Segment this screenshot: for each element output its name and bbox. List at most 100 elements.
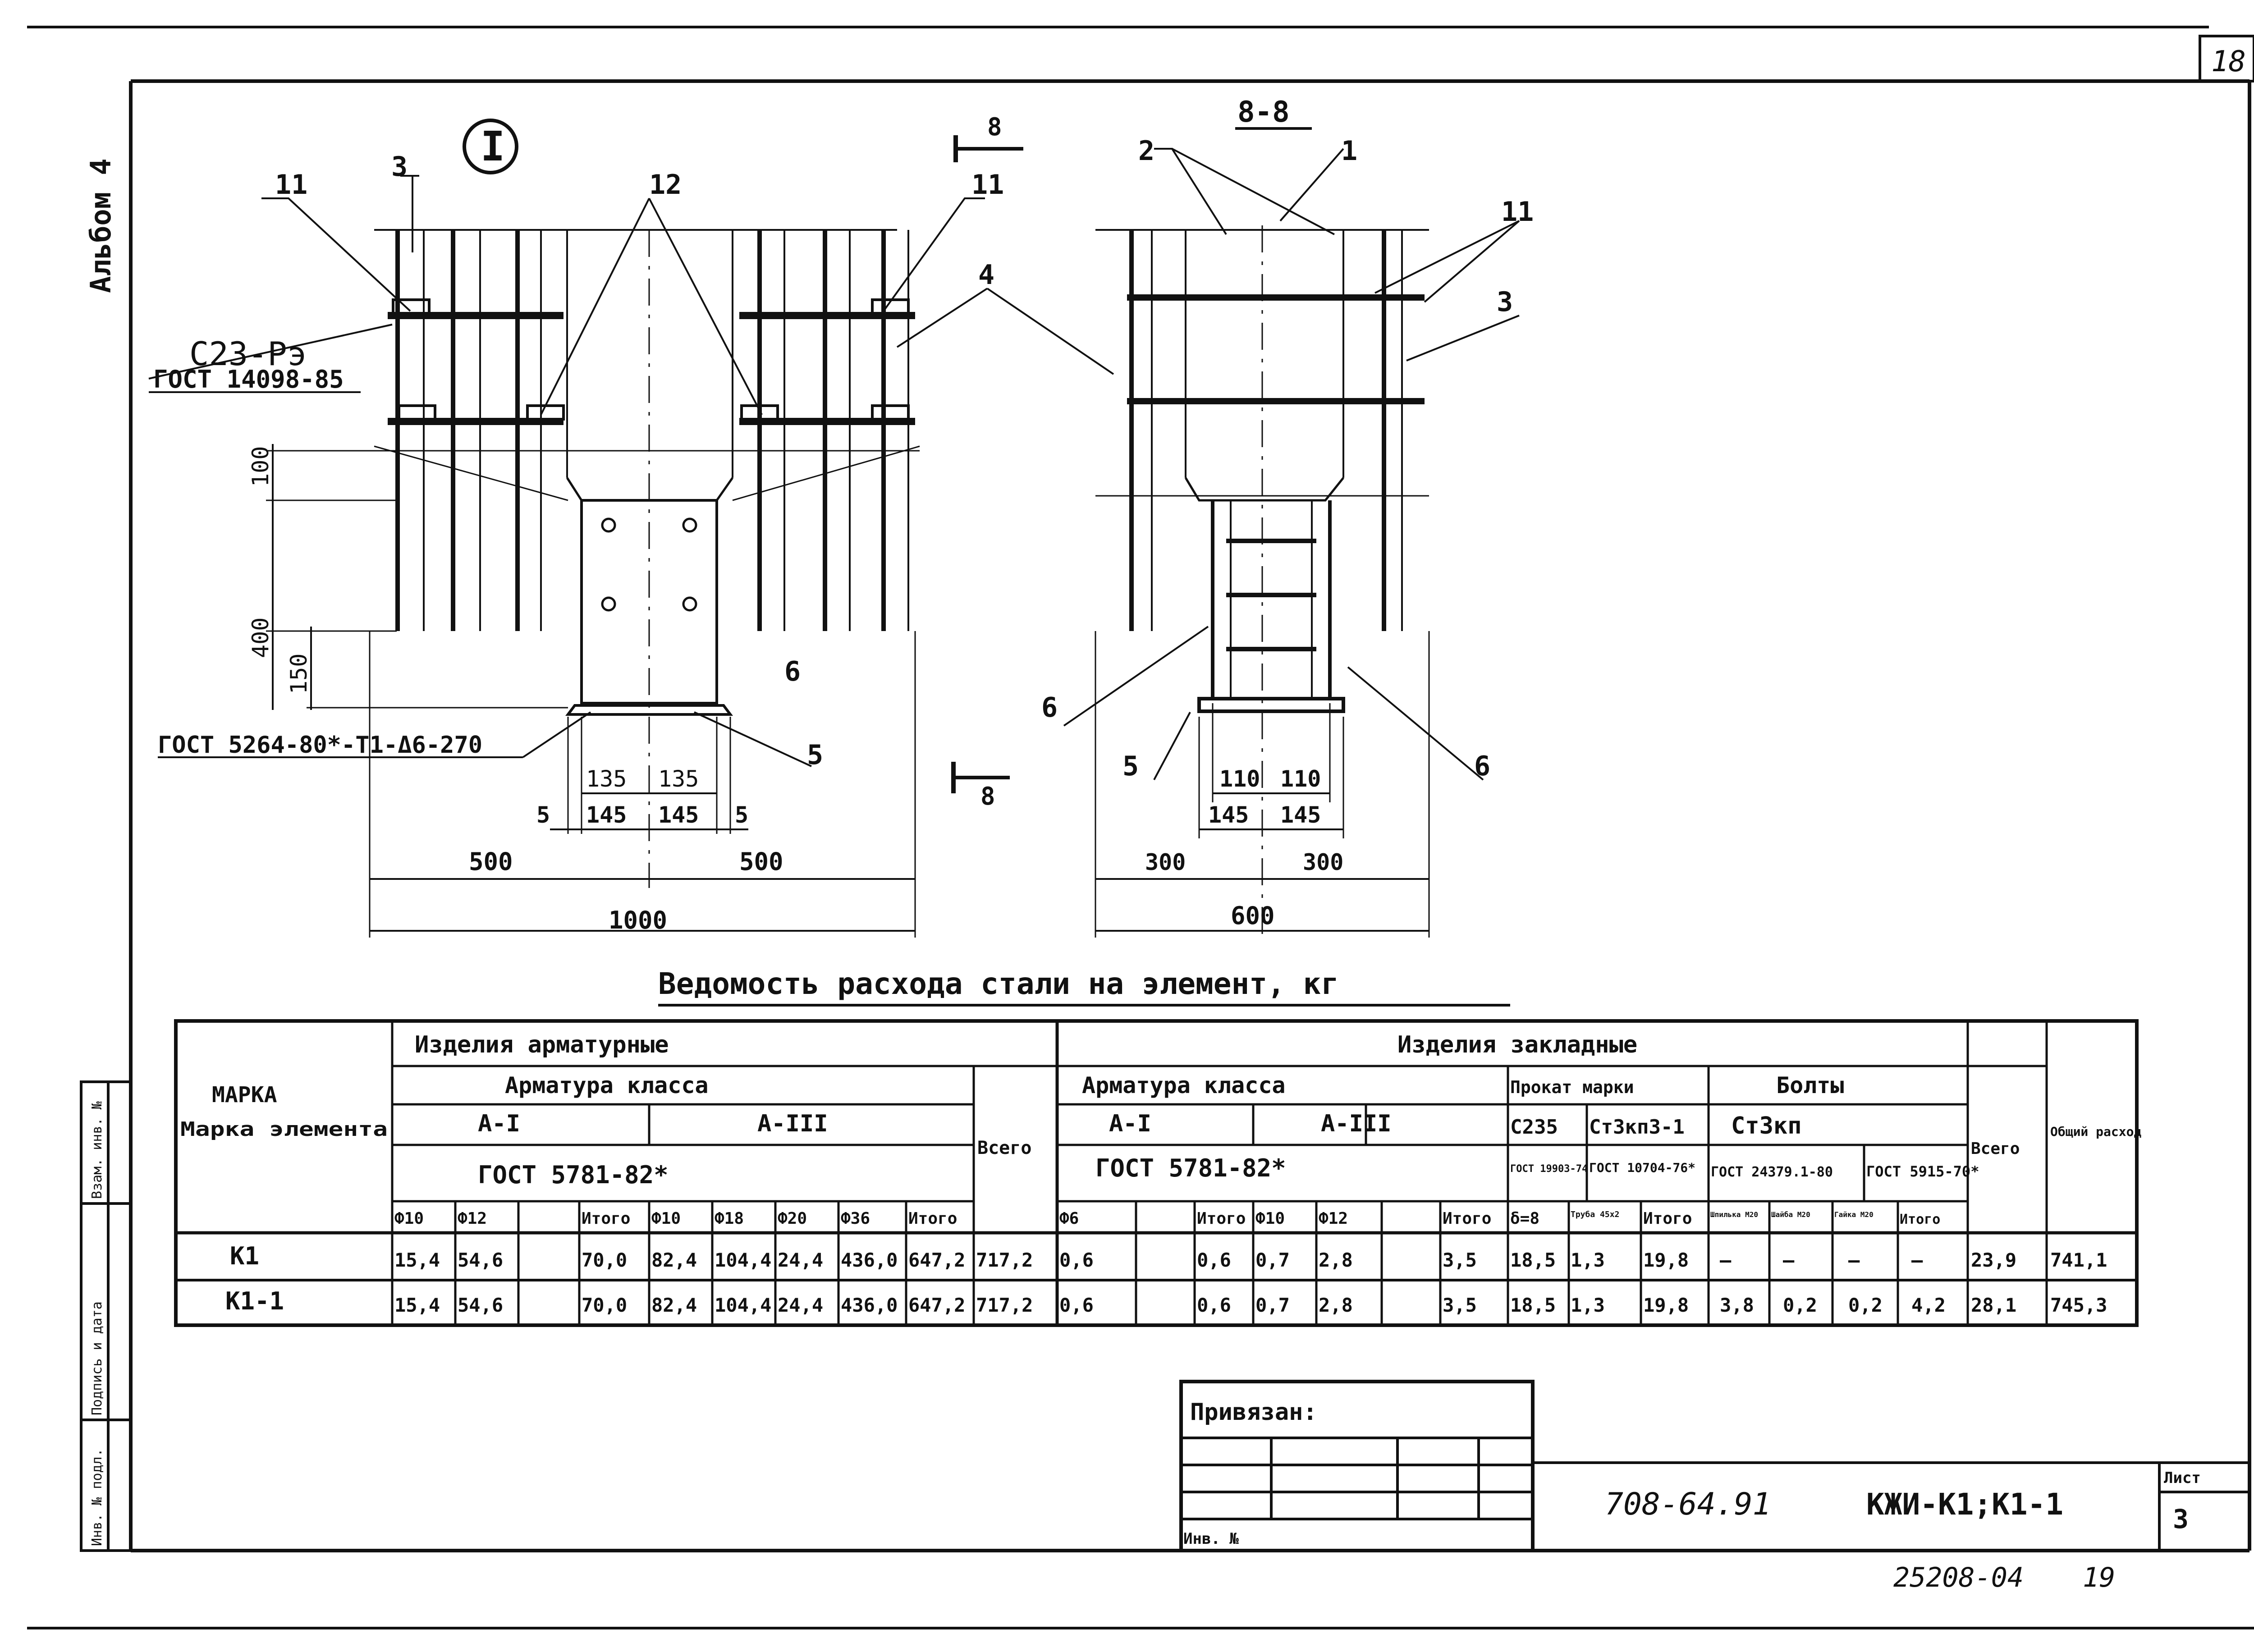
table-rows: К1 К1-1 — [225, 1242, 284, 1315]
dim-110-right: 110 — [1280, 766, 1321, 792]
col-label: Ф12 — [458, 1209, 487, 1228]
dim-5-left: 5 — [536, 802, 550, 828]
title-block — [1179, 1380, 2249, 1552]
gost-19903: ГОСТ 19903-74 — [1510, 1163, 1588, 1175]
callout-1: 1 — [1341, 135, 1357, 167]
table-cell: 19,8 — [1643, 1294, 1689, 1316]
class-a1-header: А-I — [478, 1110, 520, 1137]
dim-500-left: 500 — [469, 847, 513, 876]
col-label: Ф20 — [778, 1209, 807, 1228]
row-mark: К1 — [230, 1242, 259, 1270]
stamp-inv-label: Инв. № — [1183, 1530, 1239, 1548]
table-cell: 0,6 — [1059, 1294, 1094, 1316]
col-label: Ф10 — [394, 1209, 424, 1228]
table-cell: 15,4 — [394, 1294, 440, 1316]
callout-4: 4 — [978, 259, 994, 291]
table-cell: 0,2 — [1783, 1294, 1817, 1316]
table-cell: 1,3 — [1571, 1249, 1605, 1271]
doc-marks: КЖИ-К1;К1-1 — [1866, 1487, 2063, 1522]
col-label: Ф10 — [1255, 1209, 1285, 1228]
sheet-number: 18 — [2211, 45, 2246, 78]
callout-6-node: 6 — [784, 656, 801, 687]
callout-11-left: 11 — [275, 169, 307, 201]
dim-5-right: 5 — [735, 802, 748, 828]
embedded-group-header: Изделия закладные — [1397, 1031, 1637, 1058]
mark-header: Марка элемента — [180, 1118, 388, 1141]
col-label: Гайка М20 — [1834, 1210, 1874, 1219]
steel-st3kp3: Ст3кп3-1 — [1589, 1116, 1685, 1139]
dim-110-left: 110 — [1219, 766, 1260, 792]
table-cell: 4,2 — [1911, 1294, 1946, 1316]
table-cell: 745,3 — [2050, 1294, 2107, 1316]
row-mark: К1-1 — [225, 1287, 284, 1315]
side-stamp-vzam: Взам. инв. № — [89, 1101, 105, 1199]
col-label: Труба 45х2 — [1571, 1210, 1619, 1219]
dim-150: 150 — [286, 654, 312, 694]
mark-header-line1: МАРКА — [212, 1082, 277, 1107]
bolts-header: Болты — [1776, 1072, 1844, 1098]
table-cell: 647,2 — [908, 1294, 965, 1316]
col-label: Итого — [1643, 1209, 1692, 1228]
col-label: Шпилька М20 — [1710, 1210, 1758, 1219]
col-label: Ф36 — [841, 1209, 870, 1228]
embedded-a3-header: А-III — [1321, 1110, 1392, 1137]
table-cell: 0,7 — [1255, 1249, 1290, 1271]
table-cell: 717,2 — [976, 1294, 1033, 1316]
table-cell: 24,4 — [778, 1294, 823, 1316]
class-a3-header: А-III — [757, 1110, 828, 1137]
table-cell: – — [1783, 1249, 1795, 1271]
table-cell: 82,4 — [651, 1249, 697, 1271]
col-label: δ=8 — [1510, 1209, 1539, 1228]
section-label: 8-8 — [1237, 96, 1290, 129]
weld-gost-note: ГОСТ 14098-85 — [153, 365, 344, 394]
col-label: Итого — [908, 1209, 957, 1228]
table-cell: 436,0 — [841, 1249, 898, 1271]
embedded-gost-header: ГОСТ 5781-82* — [1095, 1154, 1286, 1182]
gost-24379: ГОСТ 24379.1-80 — [1711, 1164, 1833, 1180]
dim-135-left: 135 — [586, 766, 627, 792]
table-cell: 3,5 — [1443, 1294, 1477, 1316]
col-label: Ф6 — [1059, 1209, 1079, 1228]
table-cell: 70,0 — [582, 1294, 627, 1316]
col-label: Итого — [1443, 1209, 1491, 1228]
table-cell: 0,7 — [1255, 1294, 1290, 1316]
callout-11-right: 11 — [971, 169, 1004, 201]
table-cell: 104,4 — [715, 1294, 771, 1316]
side-stamp-sign: Подпись и дата — [89, 1301, 105, 1415]
dim-300-right: 300 — [1303, 849, 1343, 875]
rolled-header: Прокат марки — [1510, 1077, 1634, 1097]
col-label: Итого — [1900, 1212, 1940, 1227]
table-cell: 54,6 — [458, 1249, 503, 1271]
table-cell: 0,2 — [1848, 1294, 1883, 1316]
col-label: Итого — [582, 1209, 630, 1228]
dim-135-right: 135 — [658, 766, 699, 792]
table-cell: 0,6 — [1197, 1249, 1231, 1271]
steel-table-grid — [174, 1019, 2139, 1327]
table-cell: 2,8 — [1319, 1294, 1353, 1316]
dim-1000: 1000 — [609, 906, 667, 934]
table-cell: – — [1720, 1249, 1732, 1271]
callout-6-right: 6 — [1474, 750, 1490, 782]
gost-5915: ГОСТ 5915-70* — [1866, 1163, 1979, 1180]
dim-500-right: 500 — [739, 847, 783, 876]
table-column-labels: Ф10 Ф12 Итого Ф10 Ф18 Ф20 Ф36 Итого Ф6 И… — [394, 1209, 1940, 1228]
embedded-class-header: Арматура класса — [1082, 1072, 1286, 1098]
rebar-group-header: Изделия арматурные — [415, 1031, 669, 1058]
table-row-cells: 15,4 54,6 70,0 82,4 104,4 24,4 436,0 647,2 717,2… — [394, 1249, 2107, 1316]
callout-2: 2 — [1138, 135, 1154, 167]
dim-145-section-left: 145 — [1208, 802, 1249, 828]
gost-5781-header: ГОСТ 5781-82* — [478, 1161, 669, 1189]
table-cell: 3,8 — [1720, 1294, 1754, 1316]
table-cell: 28,1 — [1971, 1294, 2016, 1316]
col-label: Ф18 — [715, 1209, 744, 1228]
table-cell: 741,1 — [2050, 1249, 2107, 1271]
table-cell: 54,6 — [458, 1294, 503, 1316]
bottom-weld-note: ГОСТ 5264-80*-Т1-Δ6-270 — [158, 732, 482, 759]
table-cell: 19,8 — [1643, 1249, 1689, 1271]
table-cell: 24,4 — [778, 1249, 823, 1271]
table-cell: 1,3 — [1571, 1294, 1605, 1316]
section-8-8-view — [1063, 127, 1520, 942]
gost-10704: ГОСТ 10704-76* — [1589, 1160, 1695, 1175]
dim-145-right: 145 — [658, 802, 699, 828]
